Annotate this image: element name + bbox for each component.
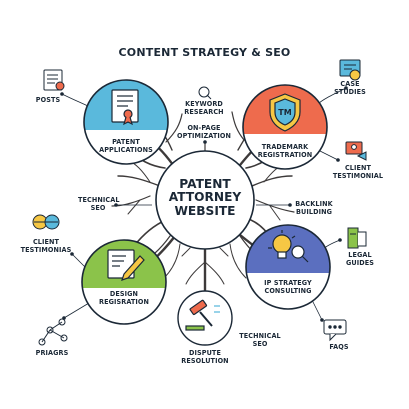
hub-label-trademark-registration: TRADEMARK REGISTRATION (250, 142, 320, 160)
hub-ip-strategy-consulting (245, 224, 331, 310)
hub-line: APPLICATIONS (99, 145, 153, 155)
priagrs-icon (38, 318, 68, 346)
satellite-faqs: FAQS (322, 342, 356, 351)
hub-line: CONSULTING (264, 286, 312, 296)
label-line: SEO (252, 339, 268, 349)
faqs-icon (323, 319, 347, 342)
satellite-legal-guides: LEGAL GUIDES (340, 250, 380, 268)
hub-line: PATENT (112, 137, 140, 146)
hub-design-registration (81, 239, 167, 325)
label-keyword-research: KEYWORD RESEARCH (174, 99, 234, 117)
hub-line: DISPUTE (189, 348, 221, 357)
gavel-icon (185, 299, 220, 331)
satellite-line: TESTIMONIAL (332, 171, 384, 181)
satellite-client-testimonias: CLIENT TESTIMONIAS (18, 237, 74, 255)
label-line: TECHNICAL (239, 331, 281, 340)
label-on-page-optimization: ON-PAGE OPTIMIZATION (174, 123, 234, 141)
hub-line: IP STRATEGY (264, 278, 312, 287)
hub-line: REGISTRATION (257, 150, 313, 160)
client-testimonial-icon (345, 141, 367, 161)
label-line: TECHNICAL (78, 195, 120, 204)
label-technical-seo-left: TECHNICAL SEO (78, 195, 120, 213)
hub-line: DESIGN (109, 289, 139, 298)
satellite-line: CASE (340, 79, 360, 88)
label-line: BACKLINK (295, 199, 333, 208)
hub-label-design-registration: DESIGN REGISRATION (89, 289, 159, 307)
label-line: BUILDING (296, 207, 332, 217)
posts-icon (43, 69, 65, 91)
label-line: SEO (90, 203, 106, 213)
center-label: PATENT ATTORNEY WEBSITE (155, 177, 255, 218)
satellite-line: GUIDES (345, 258, 374, 268)
client-testimonias-icon (32, 214, 60, 230)
hub-label-ip-strategy-consulting: IP STRATEGY CONSULTING (253, 278, 323, 296)
satellite-line: LEGAL (348, 250, 372, 259)
svg-text:TM: TM (278, 108, 291, 117)
legal-guides-icon (347, 227, 367, 249)
satellite-line: POSTS (35, 95, 61, 104)
satellite-line: STUDIES (334, 87, 366, 97)
label-technical-seo-bottom: TECHNICAL SEO (238, 331, 282, 349)
satellite-line: FAQS (329, 342, 349, 351)
label-line: KEYWORD (185, 99, 223, 108)
satellite-case-studies: CASE STUDIES (330, 79, 370, 97)
center-circle (155, 150, 255, 250)
hub-line: RESOLUTION (181, 356, 229, 366)
design-pencil-icon (107, 249, 145, 281)
hub-dispute-resolution (177, 290, 233, 346)
tm-shield-icon: TM (269, 93, 301, 132)
satellite-priagrs: PRIAGRS (30, 348, 74, 357)
hub-label-dispute-resolution: DISPUTE RESOLUTION (170, 348, 240, 366)
label-backlink-building: BACKLINK BUILDING (292, 199, 336, 217)
center-line: PATENT (179, 177, 231, 191)
label-line: RESEARCH (184, 107, 224, 117)
satellite-line: PRIAGRS (35, 348, 69, 357)
diagram-title: CONTENT STRATEGY & SEO (118, 46, 291, 59)
center-line: ATTORNEY (168, 190, 242, 205)
center-line: WEBSITE (174, 203, 236, 218)
satellite-line: CLIENT (32, 237, 60, 246)
satellite-line: CLIENT (344, 163, 372, 172)
label-line: OPTIMIZATION (177, 131, 231, 141)
label-line: ON-PAGE (187, 123, 221, 132)
hub-line: TRADEMARK (261, 142, 309, 151)
hub-label-patent-applications: PATENT APPLICATIONS (91, 137, 161, 155)
satellite-line: TESTIMONIAS (20, 245, 72, 255)
satellite-posts: POSTS (30, 95, 66, 104)
hub-line: REGISRATION (98, 297, 149, 307)
certificate-document-icon (111, 89, 139, 126)
case-studies-icon (339, 59, 361, 81)
keyword-research-icon (198, 86, 212, 100)
lightbulb-magnifier-icon (268, 230, 309, 263)
satellite-client-testimonial: CLIENT TESTIMONIAL (332, 163, 384, 181)
